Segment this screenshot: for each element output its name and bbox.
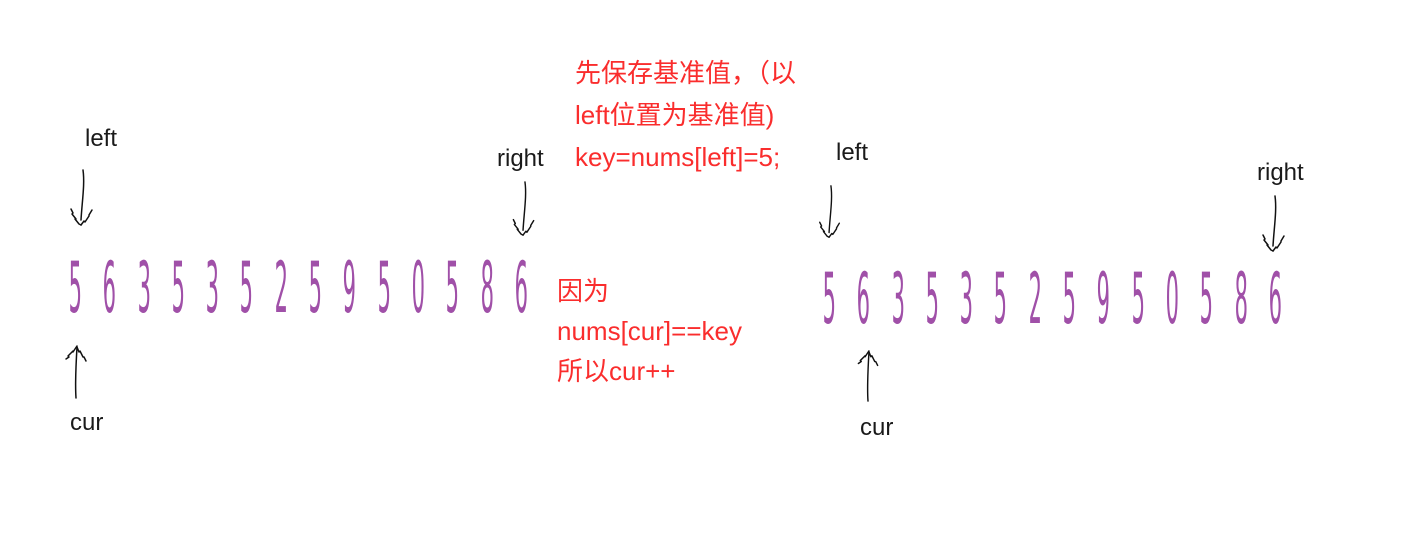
annotation-save-pivot-line1: 先保存基准值，（以 bbox=[575, 58, 797, 88]
array-element: 5 bbox=[910, 258, 944, 340]
digit-value: 5 bbox=[1131, 258, 1145, 340]
annotation-save-pivot: 先保存基准值，（以 left位置为基准值) key=nums[left]=5; bbox=[575, 52, 796, 178]
digit-value: 6 bbox=[856, 258, 871, 340]
array-element: 3 bbox=[876, 258, 910, 340]
digit-value: 0 bbox=[411, 247, 425, 329]
array-element: 6 bbox=[499, 247, 533, 329]
array-element: 5 bbox=[293, 247, 327, 329]
digit-value: 2 bbox=[1028, 258, 1042, 340]
array-element: 5 bbox=[807, 258, 841, 340]
left-pointer-down-arrow-icon-2 bbox=[819, 185, 841, 238]
digit-value: 9 bbox=[342, 247, 357, 329]
cur-pointer-up-arrow-icon-2 bbox=[857, 350, 879, 402]
array-element: 0 bbox=[396, 247, 430, 329]
array-element: 5 bbox=[53, 247, 87, 329]
array-element: 3 bbox=[190, 247, 224, 329]
array-element: 6 bbox=[1253, 258, 1287, 340]
digit-value: 5 bbox=[925, 258, 939, 340]
array-element: 9 bbox=[1081, 258, 1115, 340]
annotation-because-line3: 所以cur++ bbox=[557, 356, 676, 386]
left-pointer-label: left bbox=[85, 125, 118, 152]
right-pointer-label: right bbox=[497, 145, 544, 172]
array-element: 5 bbox=[1184, 258, 1218, 340]
left-pointer-down-arrow-icon bbox=[70, 169, 93, 226]
array-element: 5 bbox=[1047, 258, 1081, 340]
annotation-save-pivot-line3: key=nums[left]=5; bbox=[575, 142, 781, 172]
array-element: 6 bbox=[87, 247, 121, 329]
array-element: 8 bbox=[1219, 258, 1253, 340]
cur-pointer-up-arrow-icon bbox=[65, 345, 87, 399]
digit-value: 5 bbox=[1062, 258, 1077, 340]
left-pointer-label-2: left bbox=[836, 139, 869, 166]
digit-value: 5 bbox=[308, 247, 323, 329]
digit-value: 5 bbox=[171, 247, 185, 329]
annotation-because-line2: nums[cur]==key bbox=[557, 316, 742, 346]
digit-value: 8 bbox=[1234, 258, 1248, 340]
array-element: 3 bbox=[122, 247, 156, 329]
cur-pointer-label: cur bbox=[70, 409, 104, 436]
array-element: 2 bbox=[259, 247, 293, 329]
digit-value: 5 bbox=[68, 247, 82, 329]
array-element: 5 bbox=[978, 258, 1012, 340]
annotation-because-line1: 因为 bbox=[557, 276, 610, 306]
digit-value: 3 bbox=[959, 258, 974, 340]
array-element: 5 bbox=[156, 247, 190, 329]
array-element: 6 bbox=[841, 258, 875, 340]
digit-value: 8 bbox=[480, 247, 494, 329]
array-element: 5 bbox=[224, 247, 258, 329]
annotation-because: 因为 nums[cur]==key 所以cur++ bbox=[557, 271, 742, 391]
right-pointer-down-arrow-icon-2 bbox=[1262, 195, 1285, 252]
array-element: 0 bbox=[1150, 258, 1184, 340]
digit-value: 5 bbox=[1199, 258, 1214, 340]
digit-value: 9 bbox=[1096, 258, 1111, 340]
array-element: 5 bbox=[362, 247, 396, 329]
digit-value: 6 bbox=[514, 247, 528, 329]
cur-pointer-label-2: cur bbox=[860, 414, 894, 441]
array-element: 5 bbox=[1116, 258, 1150, 340]
array-element: 8 bbox=[465, 247, 499, 329]
digit-value: 5 bbox=[240, 247, 254, 329]
digit-value: 0 bbox=[1165, 258, 1179, 340]
digit-value: 3 bbox=[137, 247, 151, 329]
digit-value: 5 bbox=[445, 247, 460, 329]
digit-value: 5 bbox=[822, 258, 836, 340]
digit-value: 2 bbox=[274, 247, 288, 329]
digit-value: 5 bbox=[377, 247, 391, 329]
array-element: 2 bbox=[1013, 258, 1047, 340]
array-element: 3 bbox=[944, 258, 978, 340]
right-pointer-down-arrow-icon bbox=[512, 181, 535, 236]
digit-value: 6 bbox=[1268, 258, 1282, 340]
digit-value: 3 bbox=[891, 258, 905, 340]
digit-value: 6 bbox=[102, 247, 117, 329]
digit-value: 3 bbox=[205, 247, 220, 329]
digit-value: 5 bbox=[994, 258, 1008, 340]
right-pointer-label-2: right bbox=[1257, 159, 1304, 186]
array-element: 9 bbox=[327, 247, 361, 329]
annotation-save-pivot-line2: left位置为基准值) bbox=[575, 100, 775, 130]
array-element: 5 bbox=[430, 247, 464, 329]
